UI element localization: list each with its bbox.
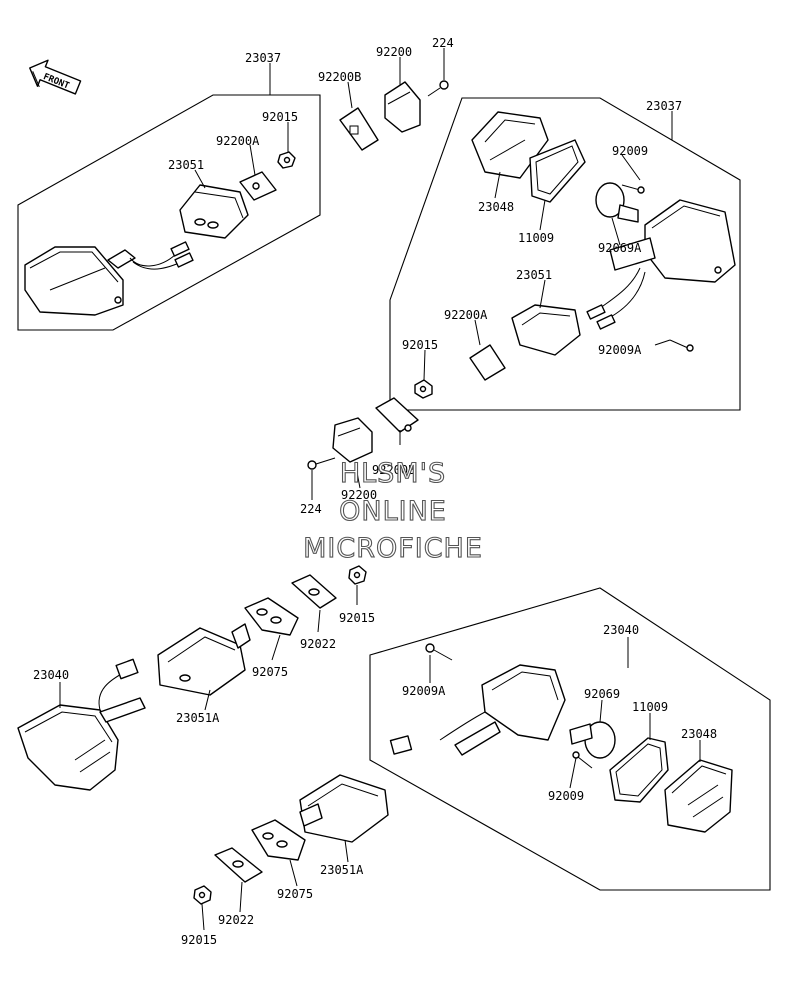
leader-lines: [59, 48, 701, 931]
part-label: 92022: [218, 913, 254, 927]
part-label: 23048: [478, 200, 514, 214]
part-label: 92015: [181, 933, 217, 947]
watermark-line-1: HLSM'S: [340, 458, 446, 489]
part-label: 23037: [646, 99, 682, 113]
frame-lower-right: [369, 587, 771, 891]
nut-upper-right: [414, 379, 433, 399]
part-label: 92009: [612, 144, 648, 158]
watermark-line-3: MICROFICHE: [303, 533, 483, 564]
watermark: HLSM'S ONLINE MICROFICHE: [303, 457, 483, 564]
connector-upper-right: [586, 304, 616, 330]
part-label: 92015: [262, 110, 298, 124]
part-label: 92069A: [598, 241, 642, 255]
part-label: 92200: [376, 45, 412, 59]
frame-upper-left: [17, 94, 321, 331]
screw-224-top: [427, 80, 449, 97]
part-label: 92200B: [372, 463, 415, 477]
part-label: 11009: [518, 231, 554, 245]
connector-lower-left: [115, 658, 139, 680]
part-label: 23037: [245, 51, 281, 65]
lens-23048-lower-right: [664, 759, 733, 833]
nut-92015-lower-bottom: [193, 885, 212, 905]
part-label: 23051: [168, 158, 204, 172]
screw-92009a-lower-right: [425, 643, 453, 661]
gasket-upper-right: [529, 139, 586, 203]
part-label: 23040: [603, 623, 639, 637]
screw-92009-upper-right: [621, 184, 645, 194]
bracket-92200-middle: [332, 417, 373, 463]
connector-lower-right: [389, 735, 413, 755]
nut-lower-center: [348, 565, 367, 585]
screw-92009a-upper-right: [669, 339, 694, 352]
gasket-11009-lower-right: [609, 737, 669, 803]
part-label: 92015: [339, 611, 375, 625]
turn-signal-housing-upper-right: [609, 199, 736, 283]
screw-224-middle: [307, 457, 336, 470]
washer-92022-lower-bottom: [214, 847, 263, 883]
part-label: 23051A: [320, 863, 364, 877]
part-label: 92009A: [598, 343, 642, 357]
grommet-92075-lower-center: [244, 597, 299, 636]
part-label: 92075: [277, 887, 313, 901]
turn-signal-housing-23040-lower-right: [454, 664, 566, 756]
turn-signal-housing-23040-lower-left: [17, 697, 146, 791]
rubber-mount-23051a-lower-right: [299, 774, 389, 843]
connector-upper-left: [170, 241, 194, 268]
front-arrow: FRONT: [29, 59, 82, 95]
part-label: 92009A: [402, 684, 446, 698]
part-label: 92069: [584, 687, 620, 701]
rubber-mount-upper-left: [179, 184, 249, 239]
plate-upper-right: [469, 344, 506, 381]
watermark-line-2: ONLINE: [339, 496, 447, 527]
nut-upper-left: [277, 151, 296, 169]
part-label: 92009: [548, 789, 584, 803]
part-labels: 23037 92015 92200A 23051 92200B 92200 22…: [33, 36, 717, 947]
bracket-92200b-middle: [375, 397, 419, 433]
part-label: 92022: [300, 637, 336, 651]
part-label: 92200A: [444, 308, 488, 322]
rubber-mount-upper-right: [511, 304, 581, 356]
part-label: 23051: [516, 268, 552, 282]
part-label: 23040: [33, 668, 69, 682]
bulb-92069-lower-right: [569, 721, 616, 759]
part-label: 92200B: [318, 70, 361, 84]
rubber-mount-23051a-lower-left: [157, 623, 251, 696]
washer-92022-lower-center: [291, 574, 337, 609]
bracket-92200-top: [384, 81, 421, 133]
part-label: 92015: [402, 338, 438, 352]
wire-lower-right: [439, 711, 486, 741]
part-label: 23051A: [176, 711, 220, 725]
part-label: 92200: [341, 488, 377, 502]
grommet-92075-lower-bottom: [251, 819, 306, 861]
bulb-upper-right: [595, 182, 639, 223]
part-label: 92200A: [216, 134, 260, 148]
part-label: 23048: [681, 727, 717, 741]
turn-signal-housing-upper-left: [24, 246, 136, 316]
part-label: 11009: [632, 700, 668, 714]
bracket-92200b-top: [339, 107, 379, 151]
part-label: 224: [432, 36, 454, 50]
lens-upper-right: [471, 111, 549, 179]
part-label: 92075: [252, 665, 288, 679]
part-label: 224: [300, 502, 322, 516]
